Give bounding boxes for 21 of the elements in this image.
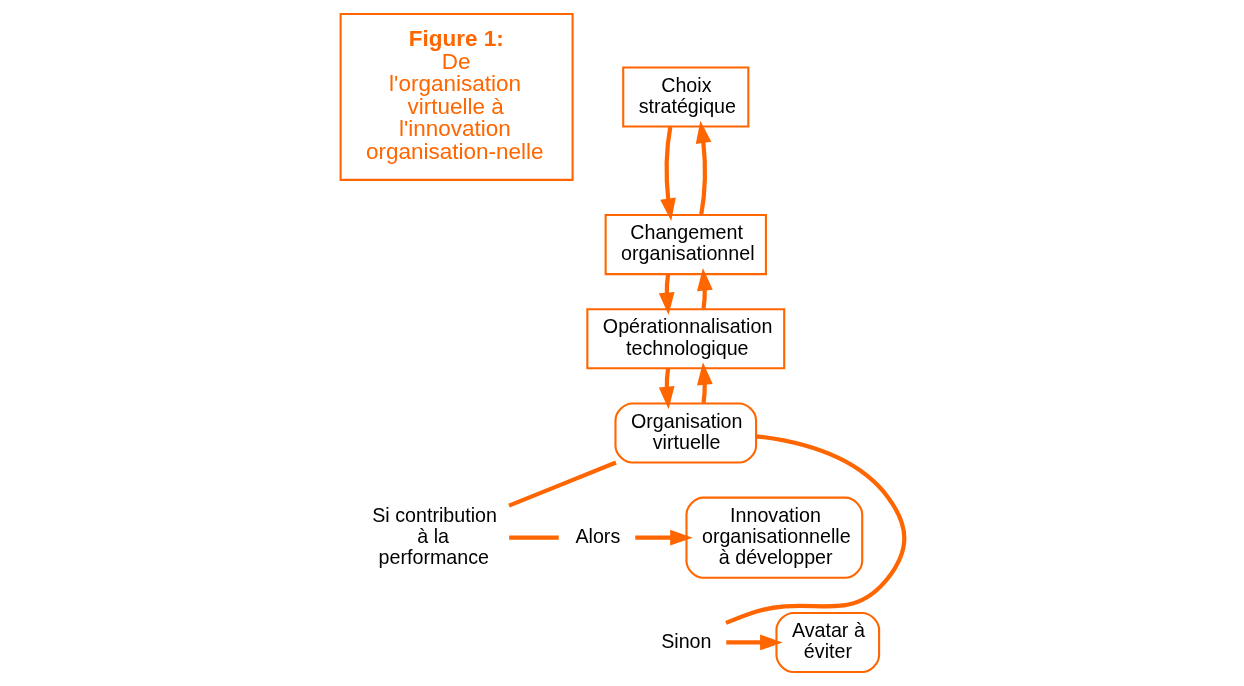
connector — [507, 460, 617, 508]
node-text: Sinon — [660, 629, 712, 652]
node-box: Innovation organisationnelle à développer — [684, 496, 863, 579]
arrow — [696, 268, 713, 309]
arrow — [634, 529, 693, 546]
node-text: Si contribution à la performance — [371, 503, 497, 569]
arrow — [659, 126, 676, 221]
node-box: Figure 1: De l'organisation virtuelle à l'innovation organisation-nelle — [339, 12, 574, 181]
arrow — [695, 120, 711, 215]
arrow — [658, 368, 675, 410]
connector — [508, 535, 559, 540]
node-box: Choix stratégique — [621, 66, 749, 128]
arrow — [658, 274, 675, 316]
node-box: Changement organisationnel — [604, 214, 767, 276]
node-box: Avatar à éviter — [774, 611, 880, 674]
arrow — [725, 634, 783, 651]
node-text: Alors — [574, 524, 620, 547]
node-box: Opérationnalisation technologique — [585, 308, 785, 370]
connector — [724, 434, 906, 625]
arrow — [696, 362, 713, 404]
node-box: Organisation virtuelle — [613, 402, 757, 464]
